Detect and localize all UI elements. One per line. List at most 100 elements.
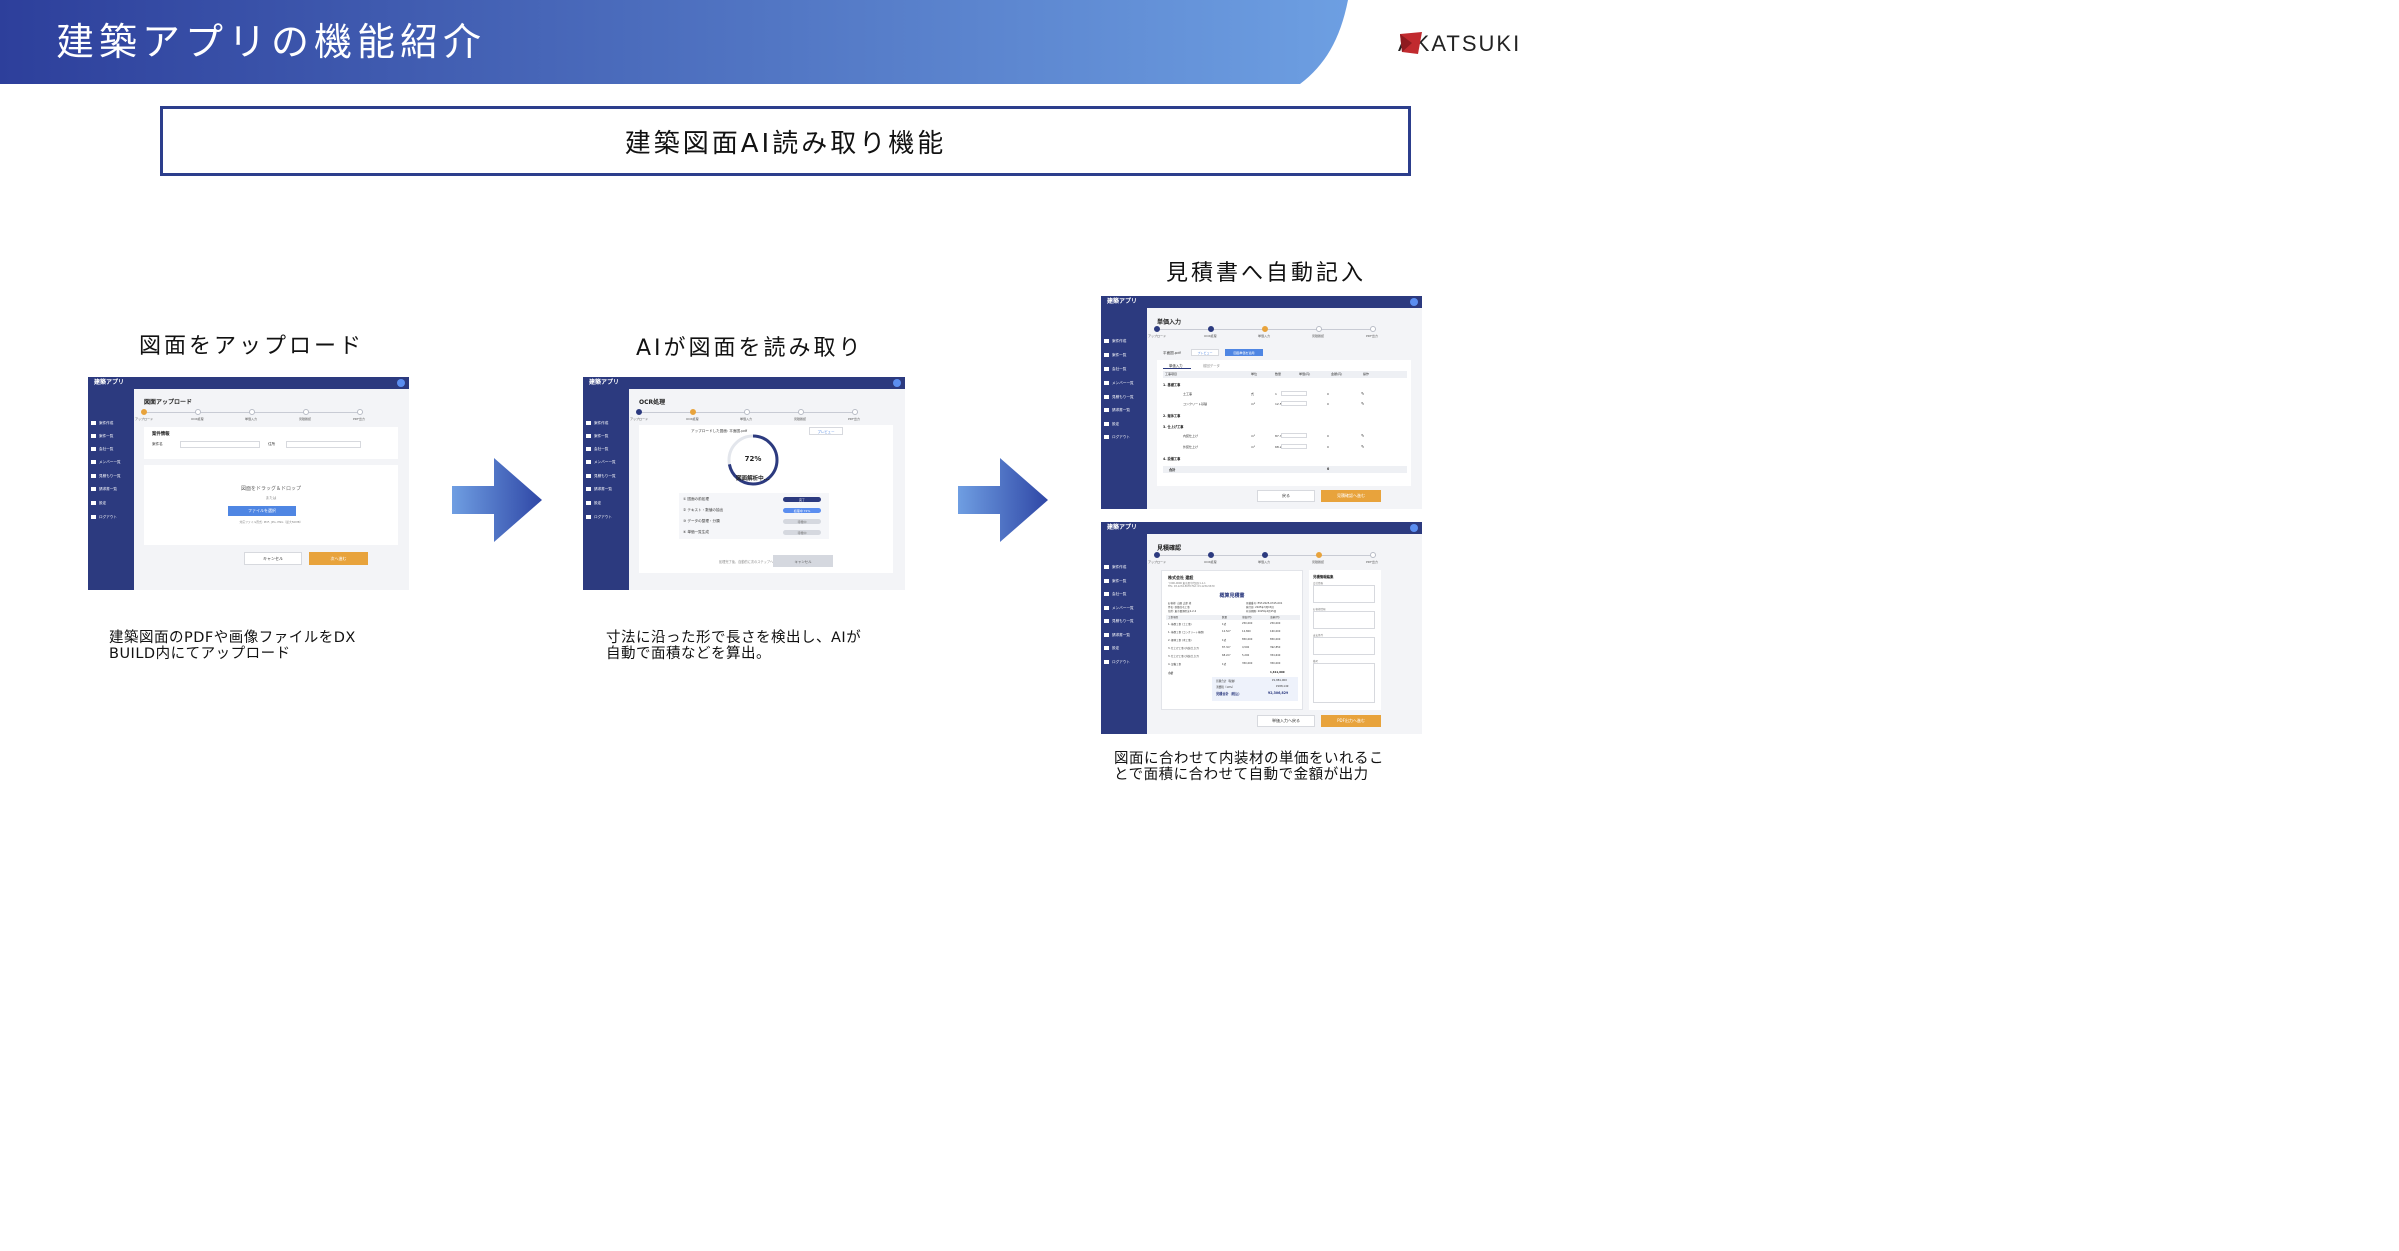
payment-terms-textarea[interactable] bbox=[1313, 637, 1375, 655]
unit-price-input[interactable] bbox=[1281, 391, 1307, 396]
column-header: 単価(円) bbox=[1242, 616, 1252, 619]
sidebar-item[interactable]: 見積もり一覧 bbox=[1104, 617, 1134, 625]
step-label: OCR処理 bbox=[1204, 334, 1217, 338]
sidebar-item[interactable]: 会社一覧 bbox=[1104, 365, 1126, 373]
sidebar-item[interactable]: 見積もり一覧 bbox=[586, 472, 616, 480]
cancel-button[interactable]: キャンセル bbox=[244, 552, 302, 565]
sidebar-item[interactable]: ログアウト bbox=[1104, 658, 1130, 666]
sidebar-item[interactable]: 設定 bbox=[1104, 644, 1119, 652]
app-name: 建築アプリ bbox=[1107, 298, 1138, 305]
pdf-output-button[interactable]: PDF出力へ進む bbox=[1321, 715, 1381, 727]
sidebar-item[interactable]: 請求書一覧 bbox=[1104, 631, 1130, 639]
notes-textarea[interactable] bbox=[1313, 663, 1375, 703]
step-dot bbox=[798, 409, 804, 415]
sidebar-item[interactable]: 請求書一覧 bbox=[586, 485, 612, 493]
step-label: OCR処理 bbox=[686, 417, 699, 421]
sidebar-item[interactable]: 案件作成 bbox=[1104, 563, 1126, 571]
row-unit: 式 bbox=[1251, 392, 1255, 396]
sidebar-item[interactable]: 見積もり一覧 bbox=[91, 472, 121, 480]
sidebar-item[interactable]: 案件一覧 bbox=[586, 432, 608, 440]
step-dot bbox=[1208, 552, 1214, 558]
sidebar-item[interactable]: 案件作成 bbox=[1104, 337, 1126, 345]
step-dot bbox=[852, 409, 858, 415]
sidebar-item[interactable]: ログアウト bbox=[586, 513, 612, 521]
step-label: 単価入力 bbox=[1258, 560, 1271, 564]
task-status-badge: 完了 bbox=[783, 497, 821, 502]
column-header: 金額(円) bbox=[1270, 616, 1280, 619]
customer-info-textarea[interactable] bbox=[1313, 611, 1375, 629]
avatar[interactable] bbox=[1410, 298, 1418, 306]
estimate-row-cell: 350,000 bbox=[1242, 662, 1253, 665]
caption-line: BUILD内にてアップロード bbox=[109, 646, 291, 662]
edit-icon[interactable]: ✎ bbox=[1361, 433, 1365, 438]
edit-icon[interactable]: ✎ bbox=[1361, 401, 1365, 406]
task-label: ② テキスト・数値の抽出 bbox=[683, 508, 724, 512]
back-button[interactable]: 単価入力へ戻る bbox=[1257, 715, 1315, 727]
preview-button[interactable]: プレビュー bbox=[1191, 349, 1219, 356]
app-sidebar: 案件作成 案件一覧 会社一覧 メンバー一覧 見積もり一覧 請求書一覧 設定 ログ… bbox=[1101, 534, 1147, 734]
progress-status: 図面解析中... bbox=[736, 476, 770, 482]
unit-price-input[interactable] bbox=[1281, 401, 1307, 406]
company-info-textarea[interactable] bbox=[1313, 585, 1375, 603]
drop-text: 図面をドラッグ＆ドロップ bbox=[240, 486, 301, 492]
sidebar-item[interactable]: 会社一覧 bbox=[586, 445, 608, 453]
sidebar-item[interactable]: メンバー一覧 bbox=[1104, 604, 1134, 612]
sidebar-item[interactable]: 案件作成 bbox=[91, 419, 113, 427]
step-dot bbox=[141, 409, 147, 415]
app-name: 建築アプリ bbox=[589, 379, 620, 386]
step-label: 単価入力 bbox=[245, 417, 258, 421]
sidebar-item[interactable]: ログアウト bbox=[91, 513, 117, 521]
apply-button[interactable]: 図面単価を適用 bbox=[1225, 349, 1263, 356]
sidebar-item[interactable]: 案件作成 bbox=[586, 419, 608, 427]
column-header: 数量 bbox=[1222, 616, 1228, 619]
cancel-button[interactable]: キャンセル bbox=[773, 555, 833, 567]
edit-icon[interactable]: ✎ bbox=[1361, 444, 1365, 449]
feature-title-box: 建築図面AI読み取り機能 bbox=[160, 106, 1411, 176]
panel-field-label: 会社情報 bbox=[1313, 582, 1324, 585]
avatar[interactable] bbox=[893, 379, 901, 387]
sidebar-item[interactable]: 会社一覧 bbox=[91, 445, 113, 453]
preview-button[interactable]: プレビュー bbox=[809, 427, 843, 435]
sidebar-item[interactable]: 設定 bbox=[586, 499, 601, 507]
edit-icon[interactable]: ✎ bbox=[1361, 391, 1365, 396]
back-button[interactable]: 戻る bbox=[1257, 490, 1315, 502]
sidebar-item[interactable]: 請求書一覧 bbox=[91, 485, 117, 493]
estimate-row-cell: 12.5m³ bbox=[1222, 630, 1232, 633]
row-group: 3. 仕上げ工事 bbox=[1163, 425, 1184, 429]
select-file-button[interactable]: ファイルを選択 bbox=[228, 506, 296, 516]
price-input-screenshot: 建築アプリ 案件作成 案件一覧 会社一覧 メンバー一覧 見積もり一覧 請求書一覧… bbox=[1101, 296, 1422, 509]
step-label: アップロード bbox=[1148, 560, 1167, 564]
sidebar-item[interactable]: メンバー一覧 bbox=[1104, 379, 1134, 387]
address-input[interactable] bbox=[286, 441, 361, 448]
progress-ring-fill bbox=[727, 434, 779, 486]
sidebar-item[interactable]: 請求書一覧 bbox=[1104, 406, 1130, 414]
avatar[interactable] bbox=[1410, 524, 1418, 532]
sidebar-item[interactable]: 会社一覧 bbox=[1104, 590, 1126, 598]
screen-title: OCR処理 bbox=[639, 399, 666, 406]
avatar[interactable] bbox=[397, 379, 405, 387]
project-name-input[interactable] bbox=[180, 441, 260, 448]
dropzone[interactable]: 図面をドラッグ＆ドロップ または ファイルを選択 対応ファイル形式: PDF, … bbox=[144, 465, 398, 545]
sidebar-item[interactable]: 案件一覧 bbox=[1104, 351, 1126, 359]
next-button[interactable]: 見積確認へ進む bbox=[1321, 490, 1381, 502]
sidebar-item[interactable]: ログアウト bbox=[1104, 433, 1130, 441]
estimate-row-item: 4. 設備工事 bbox=[1168, 663, 1182, 666]
sidebar-item[interactable]: 案件一覧 bbox=[1104, 577, 1126, 585]
unit-price-input[interactable] bbox=[1281, 444, 1307, 449]
tab-price-input[interactable]: 単価入力 bbox=[1169, 364, 1183, 368]
app-name: 建築アプリ bbox=[1107, 524, 1138, 531]
sidebar-item[interactable]: メンバー一覧 bbox=[586, 458, 616, 466]
row-unit: m² bbox=[1251, 445, 1256, 449]
tab-previous-data[interactable]: 前回データ bbox=[1203, 364, 1220, 368]
estimate-row-cell: 1式 bbox=[1222, 639, 1227, 642]
unit-price-input[interactable] bbox=[1281, 433, 1307, 438]
sidebar-item[interactable]: 設定 bbox=[91, 499, 106, 507]
header-banner: 建築アプリの機能紹介 AKATSUKI bbox=[0, 0, 1568, 84]
next-button[interactable]: 次へ進む bbox=[309, 552, 368, 565]
sidebar-item[interactable]: 設定 bbox=[1104, 420, 1119, 428]
akatsuki-logo-icon bbox=[1400, 32, 1422, 54]
caption-line: 自動で面積などを算出。 bbox=[606, 646, 771, 662]
sidebar-item[interactable]: 見積もり一覧 bbox=[1104, 393, 1134, 401]
sidebar-item[interactable]: 案件一覧 bbox=[91, 432, 113, 440]
sidebar-item[interactable]: メンバー一覧 bbox=[91, 458, 121, 466]
